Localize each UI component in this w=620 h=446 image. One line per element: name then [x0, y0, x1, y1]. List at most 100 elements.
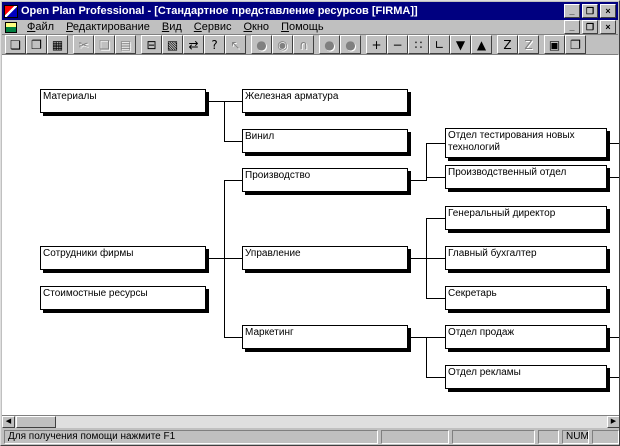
new-file-button[interactable]: ❏	[5, 35, 26, 54]
document-icon[interactable]	[5, 21, 17, 33]
menu-view[interactable]: Вид	[161, 21, 182, 33]
new-file-icon: ❏	[10, 37, 21, 52]
connector-line	[209, 101, 242, 102]
print-button[interactable]: ⊟	[141, 35, 162, 54]
menu-edit[interactable]: Редактирование	[66, 21, 150, 33]
add-item-button[interactable]: +	[366, 35, 387, 54]
goto-view-icon: ⇄	[188, 37, 199, 52]
connector-line	[224, 141, 242, 142]
print-preview-button[interactable]: ▧	[162, 35, 183, 54]
horizontal-scrollbar[interactable]: ◀ ▶	[2, 415, 619, 428]
close-button[interactable]: ×	[600, 4, 616, 18]
scrollbar-thumb[interactable]	[16, 416, 56, 428]
node-iron-fittings[interactable]: Железная арматура	[242, 89, 408, 113]
connector-line	[426, 143, 427, 181]
activity-arch-icon: ∩	[299, 37, 308, 52]
node-production[interactable]: Производство	[242, 168, 408, 192]
context-help-button[interactable]: ↖	[225, 35, 246, 54]
node-company-staff[interactable]: Сотрудники фирмы	[40, 246, 206, 270]
sort-z-alt-icon: Z	[524, 37, 533, 52]
connector-line	[224, 101, 225, 142]
node-sales-dept[interactable]: Отдел продаж	[445, 325, 607, 349]
move-down-icon: ▼	[455, 37, 466, 52]
restore-button[interactable]: ❐	[582, 4, 598, 18]
menu-file[interactable]: Файл	[27, 21, 55, 33]
sort-z-alt-button[interactable]: Z	[518, 35, 539, 54]
connector-line	[426, 377, 445, 378]
node-new-tech-testing-dept[interactable]: Отдел тестирования новых технологий	[445, 128, 607, 158]
copy-icon: ❑	[99, 37, 110, 52]
help-icon: ?	[211, 37, 218, 52]
node-circle-b-button[interactable]: ●	[340, 35, 361, 54]
node-circle-a-icon: ●	[324, 37, 335, 52]
connector-line	[426, 143, 445, 144]
node-cost-resources[interactable]: Стоимостные ресурсы	[40, 286, 206, 310]
remove-item-button[interactable]: −	[387, 35, 408, 54]
menu-bar: Файл Редактирование Вид Сервис Окно Помо…	[2, 20, 618, 35]
open-file-button[interactable]: ❐	[26, 35, 47, 54]
node-chief-accountant[interactable]: Главный бухгалтер	[445, 246, 607, 270]
outline-items-button[interactable]: ∟	[429, 35, 450, 54]
connector-line	[209, 258, 242, 259]
app-icon[interactable]	[4, 4, 18, 18]
node-general-director[interactable]: Генеральный директор	[445, 206, 607, 230]
node-marketing[interactable]: Маркетинг	[242, 325, 408, 349]
save-file-icon: ▦	[51, 37, 64, 52]
node-management[interactable]: Управление	[242, 246, 408, 270]
node-advertising-dept[interactable]: Отдел рекламы	[445, 365, 607, 389]
activity-query-icon: ◉	[277, 37, 288, 52]
scroll-right-button[interactable]: ▶	[607, 416, 619, 428]
node-production-dept[interactable]: Производственный отдел	[445, 165, 607, 189]
connector-line	[411, 180, 426, 181]
connector-line	[610, 377, 619, 378]
child-minimize-button[interactable]: _	[564, 20, 580, 34]
link-items-icon: ∷	[414, 37, 423, 52]
save-file-button[interactable]: ▦	[47, 35, 68, 54]
move-up-button[interactable]: ▲	[471, 35, 492, 54]
paste-icon: ▤	[119, 37, 132, 52]
sort-z-button[interactable]: Z	[497, 35, 518, 54]
node-secretary[interactable]: Секретарь	[445, 286, 607, 310]
connector-line	[610, 177, 619, 178]
minimize-button[interactable]: _	[564, 4, 580, 18]
cascade-windows-button[interactable]: ❐	[565, 35, 586, 54]
move-up-icon: ▲	[476, 37, 487, 52]
print-preview-icon: ▧	[166, 37, 179, 52]
status-panel-6	[592, 430, 619, 444]
add-item-icon: +	[371, 37, 382, 52]
status-bar: Для получения помощи нажмите F1 NUM	[2, 428, 619, 445]
activity-query-button[interactable]: ◉	[272, 35, 293, 54]
activity-arch-button[interactable]: ∩	[293, 35, 314, 54]
print-icon: ⊟	[146, 37, 157, 52]
menu-window[interactable]: Окно	[243, 21, 270, 33]
link-items-button[interactable]: ∷	[408, 35, 429, 54]
status-panel-3	[452, 430, 535, 444]
node-vinyl[interactable]: Винил	[242, 129, 408, 153]
menu-help[interactable]: Помощь	[281, 21, 324, 33]
title-bar: Open Plan Professional - [Стандартное пр…	[2, 2, 618, 20]
move-down-button[interactable]: ▼	[450, 35, 471, 54]
cascade-windows-icon: ❐	[570, 37, 581, 52]
node-circle-a-button[interactable]: ●	[319, 35, 340, 54]
menu-tools[interactable]: Сервис	[193, 21, 232, 33]
connector-line	[426, 218, 445, 219]
connector-line	[610, 337, 619, 338]
node-materials[interactable]: Материалы	[40, 89, 206, 113]
copy-button[interactable]: ❑	[94, 35, 115, 54]
activity-circle-icon: ●	[256, 37, 267, 52]
paste-button[interactable]: ▤	[115, 35, 136, 54]
open-file-icon: ❐	[31, 37, 42, 52]
activity-circle-button[interactable]: ●	[251, 35, 272, 54]
connector-line	[224, 180, 225, 338]
help-button[interactable]: ?	[204, 35, 225, 54]
goto-view-button[interactable]: ⇄	[183, 35, 204, 54]
cut-button[interactable]: ✂	[73, 35, 94, 54]
scroll-left-button[interactable]: ◀	[2, 416, 15, 428]
child-restore-button[interactable]: ❐	[582, 20, 598, 34]
sort-z-icon: Z	[503, 37, 512, 52]
tile-windows-button[interactable]: ▣	[544, 35, 565, 54]
connector-line	[426, 177, 445, 178]
child-close-button[interactable]: ×	[600, 20, 616, 34]
